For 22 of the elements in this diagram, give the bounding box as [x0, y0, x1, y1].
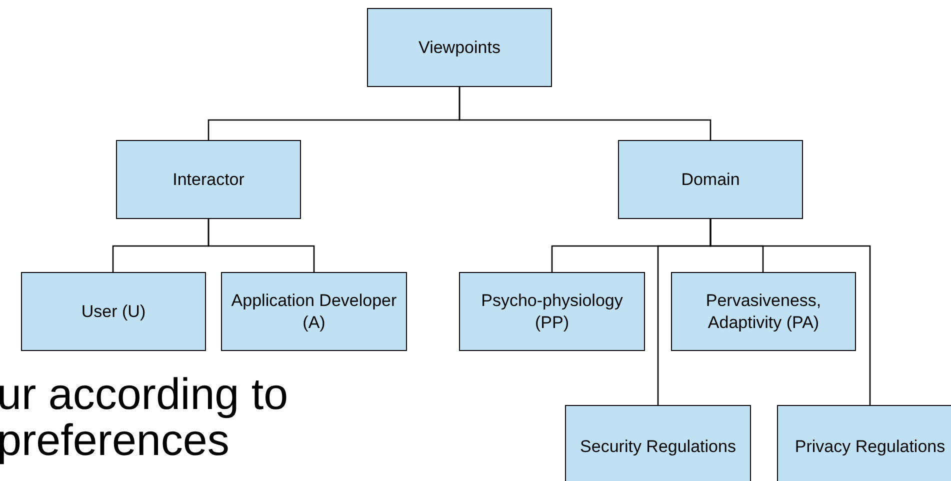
box-label: Pervasiveness, Adaptivity (PA)	[704, 290, 822, 334]
hierarchy-box	[21, 272, 206, 351]
box-label: Interactor	[172, 168, 244, 190]
hierarchy-box	[565, 405, 751, 481]
hierarchy-box	[221, 272, 407, 351]
hierarchy-box	[618, 140, 803, 219]
box-label: Psycho-physiology (PP)	[480, 290, 624, 334]
hierarchy-box	[459, 272, 645, 351]
box-label: Domain	[681, 168, 740, 190]
box-label: User (U)	[81, 300, 146, 322]
hierarchy-box	[777, 405, 951, 481]
box-label: Viewpoints	[418, 36, 500, 58]
hierarchy-box	[671, 272, 856, 351]
slide-text: ur according to preferences	[0, 372, 290, 464]
connector-line	[710, 219, 871, 405]
box-label: Security Regulations	[580, 436, 736, 458]
box-label: Application Developer (A)	[230, 290, 398, 334]
hierarchy-box	[116, 140, 301, 219]
hierarchy-box	[367, 8, 552, 87]
box-label: Privacy Regulations	[794, 436, 946, 458]
connector-line	[458, 87, 712, 140]
connector-line	[208, 219, 315, 272]
